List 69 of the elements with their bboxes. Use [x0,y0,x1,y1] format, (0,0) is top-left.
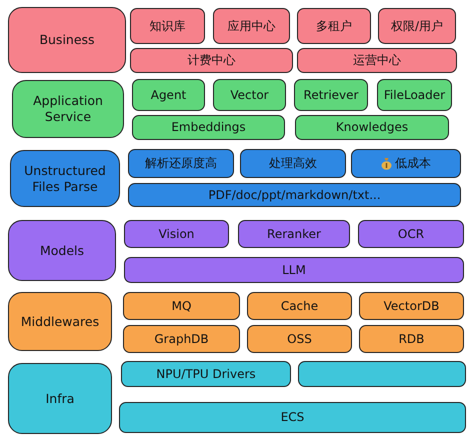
component-label: FileLoader [384,88,446,102]
component-box [119,402,466,433]
component-label: Vision [158,226,194,242]
component-box [128,183,461,207]
component-box [128,149,234,178]
component-box [240,149,346,178]
component-box [351,149,461,178]
component-label: 处理高效 [269,156,317,171]
component-label: ECS [280,410,304,425]
layer-box [12,80,124,138]
layer-box [8,292,112,351]
component-box [378,8,456,44]
component-label: NPU/TPU Drivers [156,366,256,382]
component-label: PDF/doc/ppt/markdown/txt... [208,188,381,202]
component-box [359,292,464,320]
component-label: Reranker [267,226,321,242]
layer-label: Infra [46,390,74,406]
component-label: 计费中心 [188,53,236,68]
component-box [130,8,205,44]
component-box [213,8,290,44]
component-box [294,79,368,111]
component-box [247,292,352,320]
component-box [297,48,457,73]
component-label: Agent [150,88,186,102]
component-label: 多租户 [316,18,352,34]
component-label: 低成本 [395,156,431,171]
component-box [295,115,449,140]
layer-label: Unstructured Files Parse [23,162,107,194]
component-label: VectorDB [384,298,440,314]
component-box [121,361,291,387]
component-box [213,79,286,111]
component-label: Retriever [304,88,358,102]
component-box [123,292,240,320]
component-label: Vector [230,88,269,102]
component-box [297,8,371,44]
component-label: LLM [282,262,306,278]
component-label: MQ [172,298,192,314]
component-label: 运营中心 [353,53,401,68]
layer-box [10,150,120,207]
layer-label: Models [40,242,84,258]
layer-box [8,363,112,434]
layer-box [8,7,126,73]
component-box [238,220,350,248]
component-label: Cache [280,298,318,314]
component-label: OSS [287,332,312,346]
component-label: 知识库 [150,18,186,34]
component-box [247,325,352,353]
component-box [358,220,464,248]
layer-label: Application Service [32,93,104,125]
component-box [359,325,464,353]
component-box [298,361,466,387]
layer-box [8,220,116,281]
component-label: OCR [398,226,424,242]
component-box [124,220,229,248]
component-box [132,115,285,140]
component-box [132,79,205,111]
layer-label: Middlewares [20,314,100,330]
component-box [130,48,293,73]
component-label: GraphDB [154,332,209,346]
component-label: 权限/用户 [390,18,444,34]
component-label: 应用中心 [228,18,276,34]
component-label: Knowledges [336,120,408,135]
component-label: Embeddings [171,120,246,135]
layer-label: Business [39,32,95,48]
component-box [377,79,452,111]
component-label: 解析还原度高 [145,156,217,171]
component-box [123,325,240,353]
component-label: RDB [398,332,424,346]
component-box [124,257,464,283]
